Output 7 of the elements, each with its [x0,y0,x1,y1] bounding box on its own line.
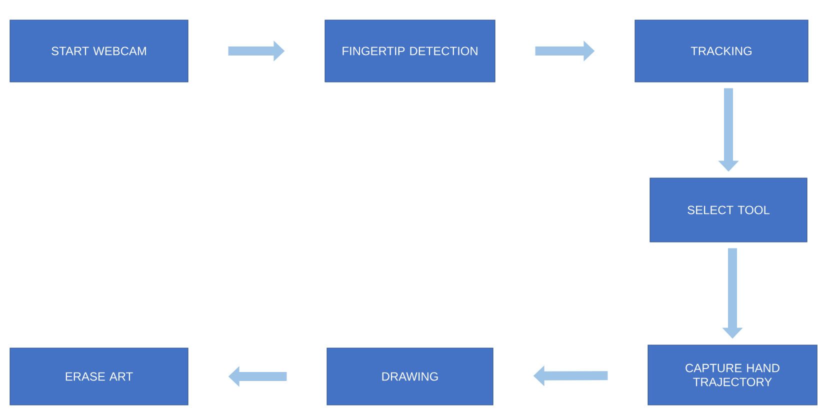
process-box: ERASE ART [10,348,188,406]
process-box: SELECT TOOL [650,178,808,242]
process-box: DRAWING [326,348,494,406]
process-box: START WEBCAM [10,20,188,82]
process-box: TRACKING [634,20,808,82]
process-box: FINGERTIP DETECTION [324,20,496,82]
process-box: CAPTURE HAND TRAJECTORY [648,344,818,406]
